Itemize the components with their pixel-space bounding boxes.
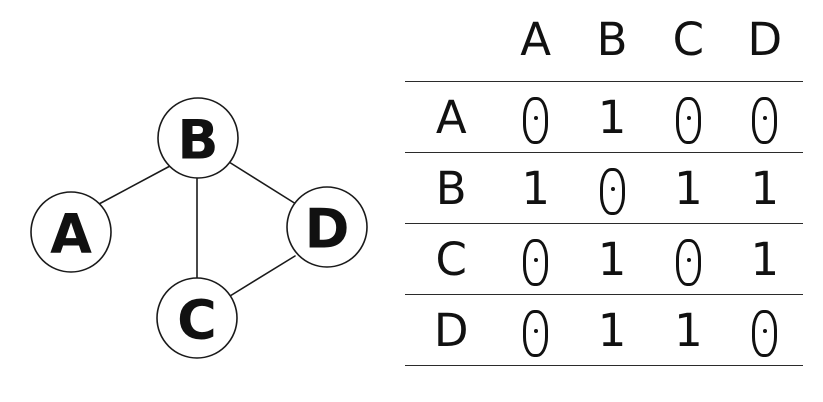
zero-ring xyxy=(523,310,549,358)
zero-ring xyxy=(523,239,549,287)
matrix-cell-value: 1 xyxy=(597,303,627,357)
matrix-cell-value: 1 xyxy=(521,161,550,215)
node-label-c: C xyxy=(177,289,217,352)
zero-ring xyxy=(523,97,549,145)
matrix-cell xyxy=(497,224,573,295)
matrix-cell: 1 xyxy=(650,295,726,366)
matrix-row-header-a: A xyxy=(435,90,467,144)
matrix-cell: 1 xyxy=(497,153,573,224)
zero-center-dot xyxy=(686,116,691,121)
graph-svg: A B C D xyxy=(30,97,368,359)
node-circle-a[interactable] xyxy=(30,191,112,273)
matrix-cell-value: 1 xyxy=(674,303,703,357)
matrix-header-row: A B C D xyxy=(405,0,803,82)
matrix-cell-value: 1 xyxy=(674,161,703,215)
zero-center-dot xyxy=(686,258,691,263)
zero-center-dot xyxy=(763,329,768,334)
matrix-col-header-a: A xyxy=(520,13,552,66)
edge-c-d xyxy=(229,255,296,297)
matrix-row-header-b: B xyxy=(435,161,467,215)
matrix-cell-value: 1 xyxy=(750,161,780,215)
matrix-header: A B C D xyxy=(405,0,803,82)
matrix-col-header-d: D xyxy=(747,13,783,66)
graph-node-c: C xyxy=(156,277,238,359)
dotted-zero-glyph xyxy=(523,238,549,287)
matrix-cell-value: 1 xyxy=(597,90,627,144)
dotted-zero-glyph xyxy=(752,309,778,358)
zero-center-dot xyxy=(534,116,539,121)
matrix-col-header-b: B xyxy=(596,13,628,66)
matrix-row: C 1 1 xyxy=(405,223,803,295)
dotted-zero-glyph xyxy=(599,167,625,216)
zero-ring xyxy=(752,97,778,145)
matrix-cell xyxy=(727,82,803,153)
matrix-cell xyxy=(497,82,573,153)
matrix-cell xyxy=(574,153,650,224)
dotted-zero-glyph xyxy=(675,238,701,287)
matrix-corner-cell xyxy=(405,0,497,82)
dotted-zero-glyph xyxy=(752,96,778,145)
zero-center-dot xyxy=(610,187,615,192)
matrix-cell xyxy=(650,82,726,153)
graph-node-a: A xyxy=(30,191,112,273)
matrix-cell: 1 xyxy=(574,295,650,366)
zero-center-dot xyxy=(763,116,768,121)
node-label-d: D xyxy=(305,198,350,261)
matrix-cell: 1 xyxy=(650,153,726,224)
matrix-cell xyxy=(727,295,803,366)
node-label-a: A xyxy=(50,203,92,266)
node-circle-d[interactable] xyxy=(286,186,368,268)
matrix-cell: 1 xyxy=(727,153,803,224)
matrix-cell: 1 xyxy=(574,224,650,295)
zero-center-dot xyxy=(534,258,539,263)
node-circle-c[interactable] xyxy=(156,277,238,359)
graph-diagram: A B C D xyxy=(0,0,411,402)
matrix-row-header-d: D xyxy=(433,303,469,357)
graph-node-b: B xyxy=(157,97,239,179)
matrix-cell: 1 xyxy=(727,224,803,295)
matrix-col-header-c: C xyxy=(672,13,705,66)
matrix-cell-value: 1 xyxy=(597,232,627,286)
zero-ring xyxy=(675,239,701,287)
matrix-cell xyxy=(650,224,726,295)
graph-node-d: D xyxy=(286,186,368,268)
zero-ring xyxy=(752,310,778,358)
graph-edges xyxy=(98,161,297,297)
node-label-b: B xyxy=(177,109,218,172)
zero-ring xyxy=(599,168,625,216)
zero-center-dot xyxy=(534,329,539,334)
dotted-zero-glyph xyxy=(523,96,549,145)
matrix-row-header-c: C xyxy=(435,232,467,286)
dotted-zero-glyph xyxy=(675,96,701,145)
matrix-cell: 1 xyxy=(574,82,650,153)
edge-b-d xyxy=(228,161,297,205)
matrix-cell xyxy=(497,295,573,366)
matrix-cell-value: 1 xyxy=(750,232,780,286)
edge-a-b xyxy=(98,165,171,205)
node-circle-b[interactable] xyxy=(157,97,239,179)
dotted-zero-glyph xyxy=(523,309,549,358)
zero-ring xyxy=(675,97,701,145)
